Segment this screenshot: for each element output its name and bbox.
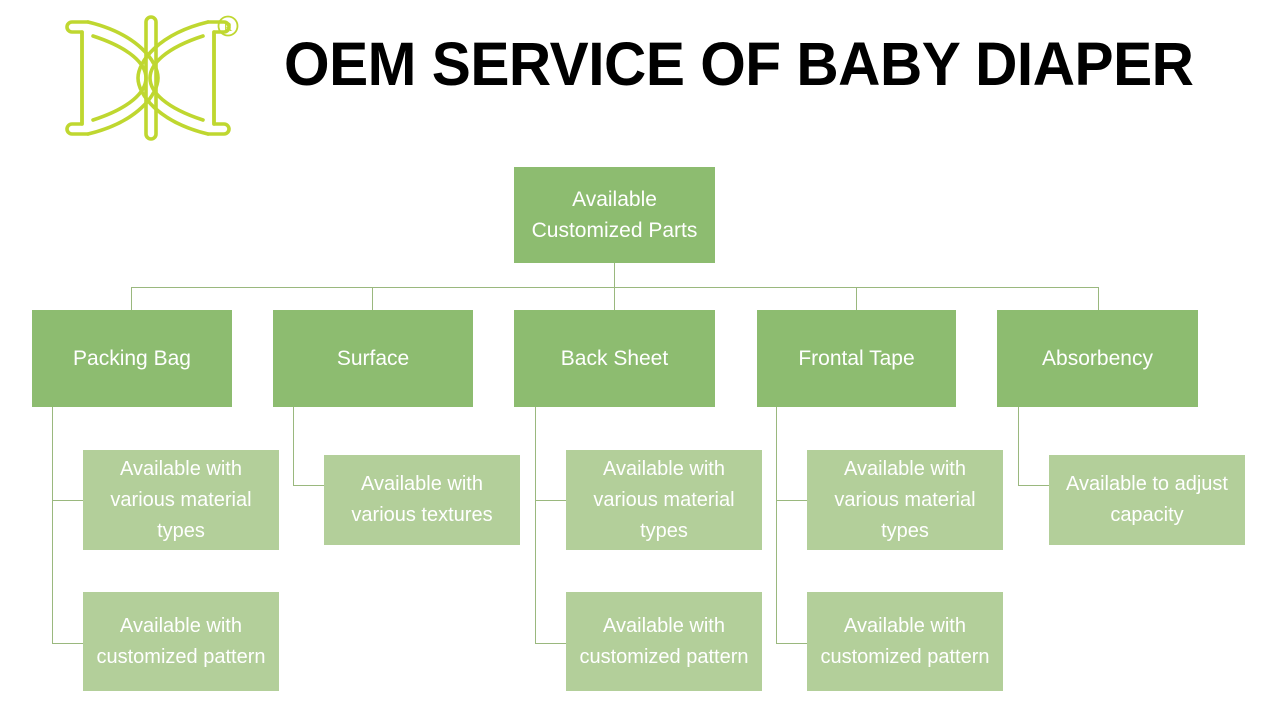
registered-trademark-icon: R (217, 15, 239, 37)
node-leaf-surface-various-textures[interactable]: Available with various textures (324, 455, 520, 545)
connector-drop-packing-bag (131, 287, 132, 310)
node-leaf-frontal-tape-customized-pattern[interactable]: Available with customized pattern (807, 592, 1003, 691)
connector-drop-surface (372, 287, 373, 310)
node-branch-back-sheet-label: Back Sheet (560, 346, 669, 370)
node-leaf-label: Available to adjust capacity (1066, 473, 1228, 526)
connector-stub-surface-1 (293, 485, 324, 486)
dc-monogram-logo: R (60, 12, 240, 144)
connector-spine-absorbency (1018, 407, 1019, 485)
node-leaf-label: Available with various material types (593, 457, 735, 542)
node-leaf-label: Available with customized pattern (96, 614, 266, 668)
connector-root-stem (614, 263, 615, 287)
node-leaf-label: Available with various textures (351, 473, 493, 526)
connector-stub-back-sheet-1 (535, 500, 566, 501)
connector-stub-absorbency-1 (1018, 485, 1049, 486)
node-branch-absorbency-label: Absorbency (1042, 346, 1153, 370)
connector-root-bus (131, 287, 1099, 288)
connector-stub-back-sheet-2 (535, 643, 566, 644)
node-branch-frontal-tape[interactable]: Frontal Tape (757, 310, 956, 407)
node-branch-frontal-tape-label: Frontal Tape (798, 346, 915, 370)
node-leaf-back-sheet-customized-pattern[interactable]: Available with customized pattern (566, 592, 762, 691)
connector-spine-frontal-tape (776, 407, 777, 643)
node-leaf-label: Available with various material types (834, 457, 976, 542)
node-leaf-frontal-tape-material-types[interactable]: Available with various material types (807, 450, 1003, 550)
node-branch-packing-bag-label: Packing Bag (73, 346, 191, 370)
connector-drop-frontal-tape (856, 287, 857, 310)
connector-spine-back-sheet (535, 407, 536, 643)
connector-drop-absorbency (1098, 287, 1099, 310)
connector-drop-back-sheet (614, 287, 615, 310)
connector-stub-packing-bag-2 (52, 643, 83, 644)
svg-text:R: R (224, 19, 233, 34)
connector-stub-frontal-tape-2 (776, 643, 807, 644)
node-branch-packing-bag[interactable]: Packing Bag (32, 310, 232, 407)
node-leaf-label: Available with customized pattern (820, 614, 990, 668)
connector-spine-packing-bag (52, 407, 53, 643)
node-branch-surface[interactable]: Surface (273, 310, 473, 407)
node-leaf-absorbency-adjust-capacity[interactable]: Available to adjust capacity (1049, 455, 1245, 545)
connector-stub-packing-bag-1 (52, 500, 83, 501)
node-leaf-label: Available with customized pattern (579, 614, 749, 668)
page-title: OEM SERVICE OF BABY DIAPER (284, 30, 1194, 98)
connector-spine-surface (293, 407, 294, 485)
slide-header: R OEM SERVICE OF BABY DIAPER (0, 0, 1280, 150)
node-leaf-packing-bag-material-types[interactable]: Available with various material types (83, 450, 279, 550)
node-leaf-packing-bag-customized-pattern[interactable]: Available with customized pattern (83, 592, 279, 691)
node-branch-absorbency[interactable]: Absorbency (997, 310, 1198, 407)
connector-stub-frontal-tape-1 (776, 500, 807, 501)
node-branch-surface-label: Surface (336, 346, 410, 370)
node-branch-back-sheet[interactable]: Back Sheet (514, 310, 715, 407)
node-leaf-label: Available with various material types (110, 457, 252, 542)
node-leaf-back-sheet-material-types[interactable]: Available with various material types (566, 450, 762, 550)
